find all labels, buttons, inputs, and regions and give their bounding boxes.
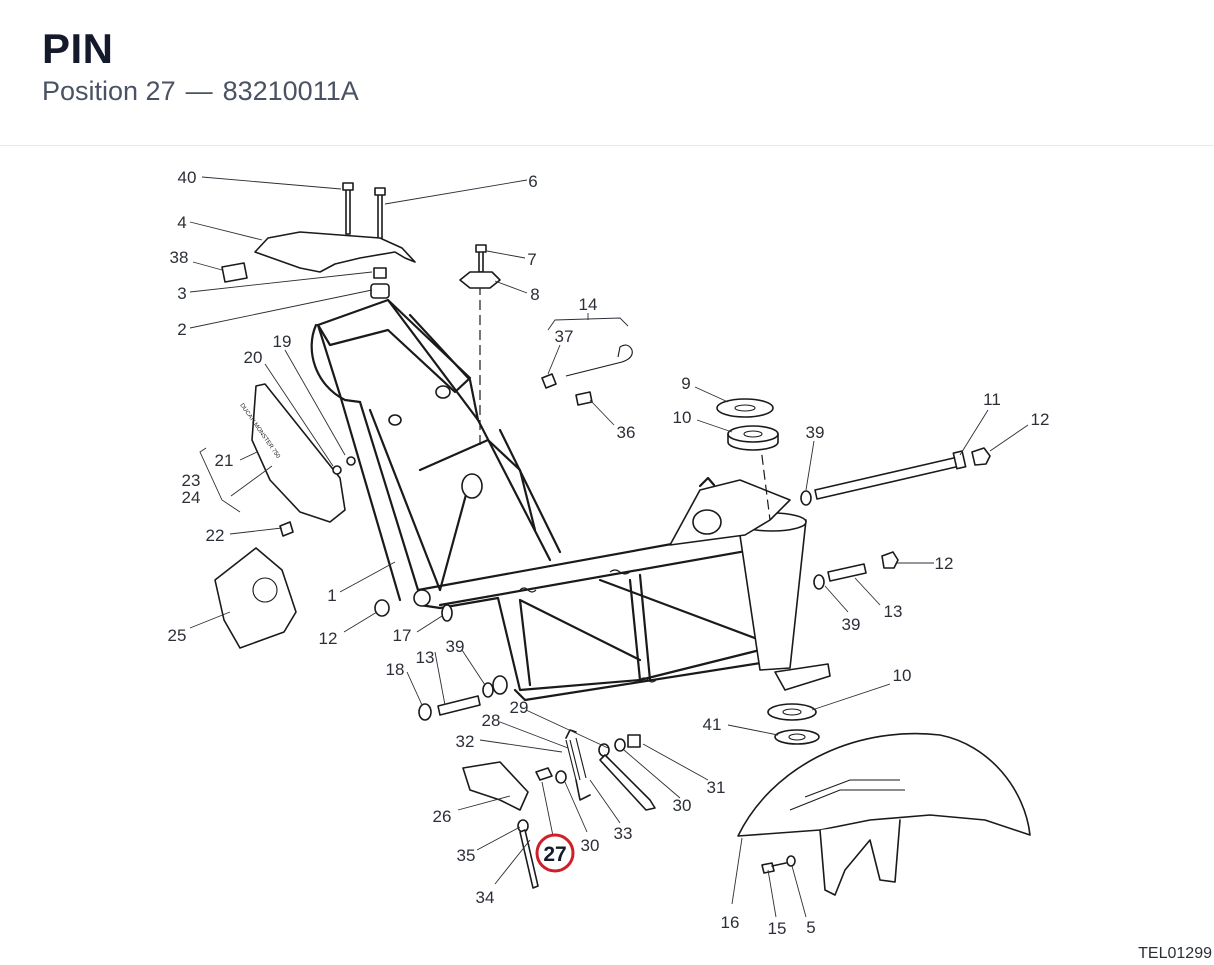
callout-label[interactable]: 29 (510, 698, 529, 717)
callout-label[interactable]: 23 (182, 471, 201, 490)
highlight-callout-ring (535, 833, 575, 873)
key-and-lock-parts (541, 344, 633, 406)
callout-label[interactable]: 15 (768, 919, 787, 938)
callout-label[interactable]: 18 (386, 660, 405, 679)
callout-label[interactable]: 1 (327, 586, 336, 605)
callout-label[interactable]: 39 (446, 637, 465, 656)
callout-label[interactable]: 4 (177, 213, 186, 232)
callout-label[interactable]: 31 (707, 778, 726, 797)
callout-label[interactable]: 12 (935, 554, 954, 573)
callout-label[interactable]: 33 (614, 824, 633, 843)
callout-label[interactable]: 30 (581, 836, 600, 855)
callout-label[interactable]: 26 (433, 807, 452, 826)
callout-label[interactable]: 21 (215, 451, 234, 470)
callout-label[interactable]: 12 (1031, 410, 1050, 429)
callout-label[interactable]: 34 (476, 888, 495, 907)
callout-label[interactable]: 35 (457, 846, 476, 865)
callout-label[interactable]: 20 (244, 348, 263, 367)
callout-label[interactable]: 5 (806, 918, 815, 937)
callout-label[interactable]: 30 (673, 796, 692, 815)
main-frame (310, 298, 831, 702)
callout-label[interactable]: 40 (178, 168, 197, 187)
callout-label[interactable]: 39 (806, 423, 825, 442)
callout-label[interactable]: 38 (170, 248, 189, 267)
part-subtitle: Position 27 — 83210011A (42, 78, 359, 105)
callout-label[interactable]: 13 (884, 602, 903, 621)
drawing-code: TEL01299 (1138, 945, 1212, 962)
part-title: PIN (42, 25, 114, 72)
callout-label[interactable]: 2 (177, 320, 186, 339)
page-header: PIN Position 27 — 83210011A (0, 0, 1214, 146)
callout-label[interactable]: 16 (721, 913, 740, 932)
highlighted-position-label[interactable]: 27 (543, 843, 566, 866)
callout-label[interactable]: 24 (182, 488, 201, 507)
callout-label[interactable]: 6 (528, 172, 537, 191)
callout-label[interactable]: 28 (482, 711, 501, 730)
callout-label[interactable]: 17 (393, 626, 412, 645)
side-stand-parts (462, 729, 656, 889)
exploded-parts-diagram: DUCATI MONSTER 750 (168, 168, 1050, 938)
callout-label[interactable]: 32 (456, 732, 475, 751)
steering-axis-line (759, 439, 771, 521)
leader-lines (189, 176, 1029, 918)
subtitle-separator: — (185, 76, 213, 106)
part-number: 83210011A (222, 76, 359, 106)
callout-label[interactable]: 11 (983, 390, 1001, 409)
callout-label[interactable]: 9 (681, 374, 690, 393)
callout-label[interactable]: 3 (177, 284, 186, 303)
callout-label[interactable]: 19 (273, 332, 292, 351)
headlight-assembly: DUCATI MONSTER 750 (238, 383, 356, 537)
number-plate-part (214, 547, 297, 649)
callout-label[interactable]: 36 (617, 423, 636, 442)
callout-label[interactable]: 13 (416, 648, 435, 667)
callout-labels: 40 6 4 38 3 2 7 8 14 37 36 9 10 11 12 39… (168, 168, 1050, 938)
callout-label[interactable]: 12 (319, 629, 338, 648)
callout-label[interactable]: 10 (673, 408, 692, 427)
callout-label[interactable]: 22 (206, 526, 225, 545)
callout-label[interactable]: 14 (579, 295, 598, 314)
lower-front-fasteners (374, 599, 494, 721)
callout-label[interactable]: 10 (893, 666, 912, 685)
upper-cover-parts (221, 182, 501, 299)
callout-label[interactable]: 39 (842, 615, 861, 634)
callout-label[interactable]: 8 (530, 285, 539, 304)
callout-label[interactable]: 25 (168, 626, 187, 645)
swingarm-pivot-parts (800, 447, 991, 590)
steering-bearings (716, 398, 820, 745)
position-label: Position 27 (42, 76, 176, 106)
callout-label[interactable]: 7 (527, 250, 536, 269)
front-fender (737, 732, 1031, 896)
callout-label[interactable]: 37 (555, 327, 574, 346)
callout-label[interactable]: 41 (703, 715, 722, 734)
